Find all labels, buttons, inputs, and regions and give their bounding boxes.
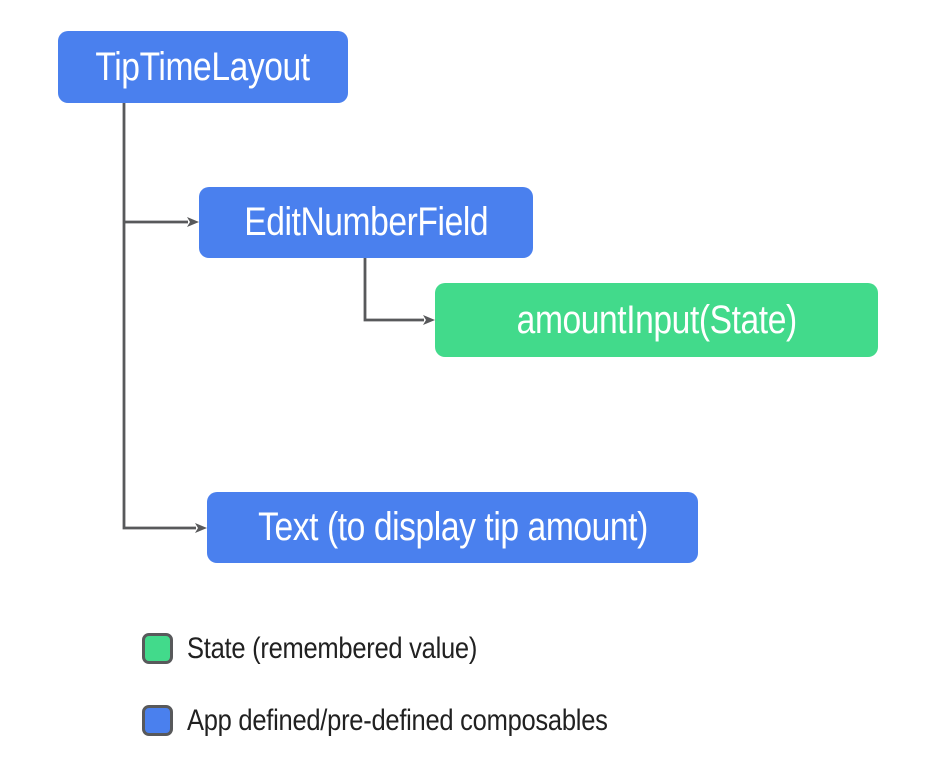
node-text-display-tip: Text (to display tip amount) xyxy=(207,492,698,563)
node-edit-number-field: EditNumberField xyxy=(199,187,533,258)
legend-item-state: State (remembered value) xyxy=(142,631,528,665)
connector-editnumberfield-to-amountinput xyxy=(363,258,435,325)
node-amount-input-state-label: amountInput(State) xyxy=(516,297,797,342)
legend-label-state: State (remembered value) xyxy=(187,631,478,665)
legend-item-composable: App defined/pre-defined composables xyxy=(142,703,682,737)
legend-swatch-composable xyxy=(142,705,173,736)
node-tip-time-layout-label: TipTimeLayout xyxy=(95,44,311,89)
node-text-display-tip-label: Text (to display tip amount) xyxy=(257,505,648,549)
legend-label-composable: App defined/pre-defined composables xyxy=(187,703,608,737)
connector-tiptimelayout-to-text xyxy=(122,103,207,533)
node-edit-number-field-label: EditNumberField xyxy=(244,200,488,244)
node-amount-input-state: amountInput(State) xyxy=(435,283,878,357)
node-tip-time-layout: TipTimeLayout xyxy=(58,31,348,103)
legend-swatch-state xyxy=(142,633,173,664)
